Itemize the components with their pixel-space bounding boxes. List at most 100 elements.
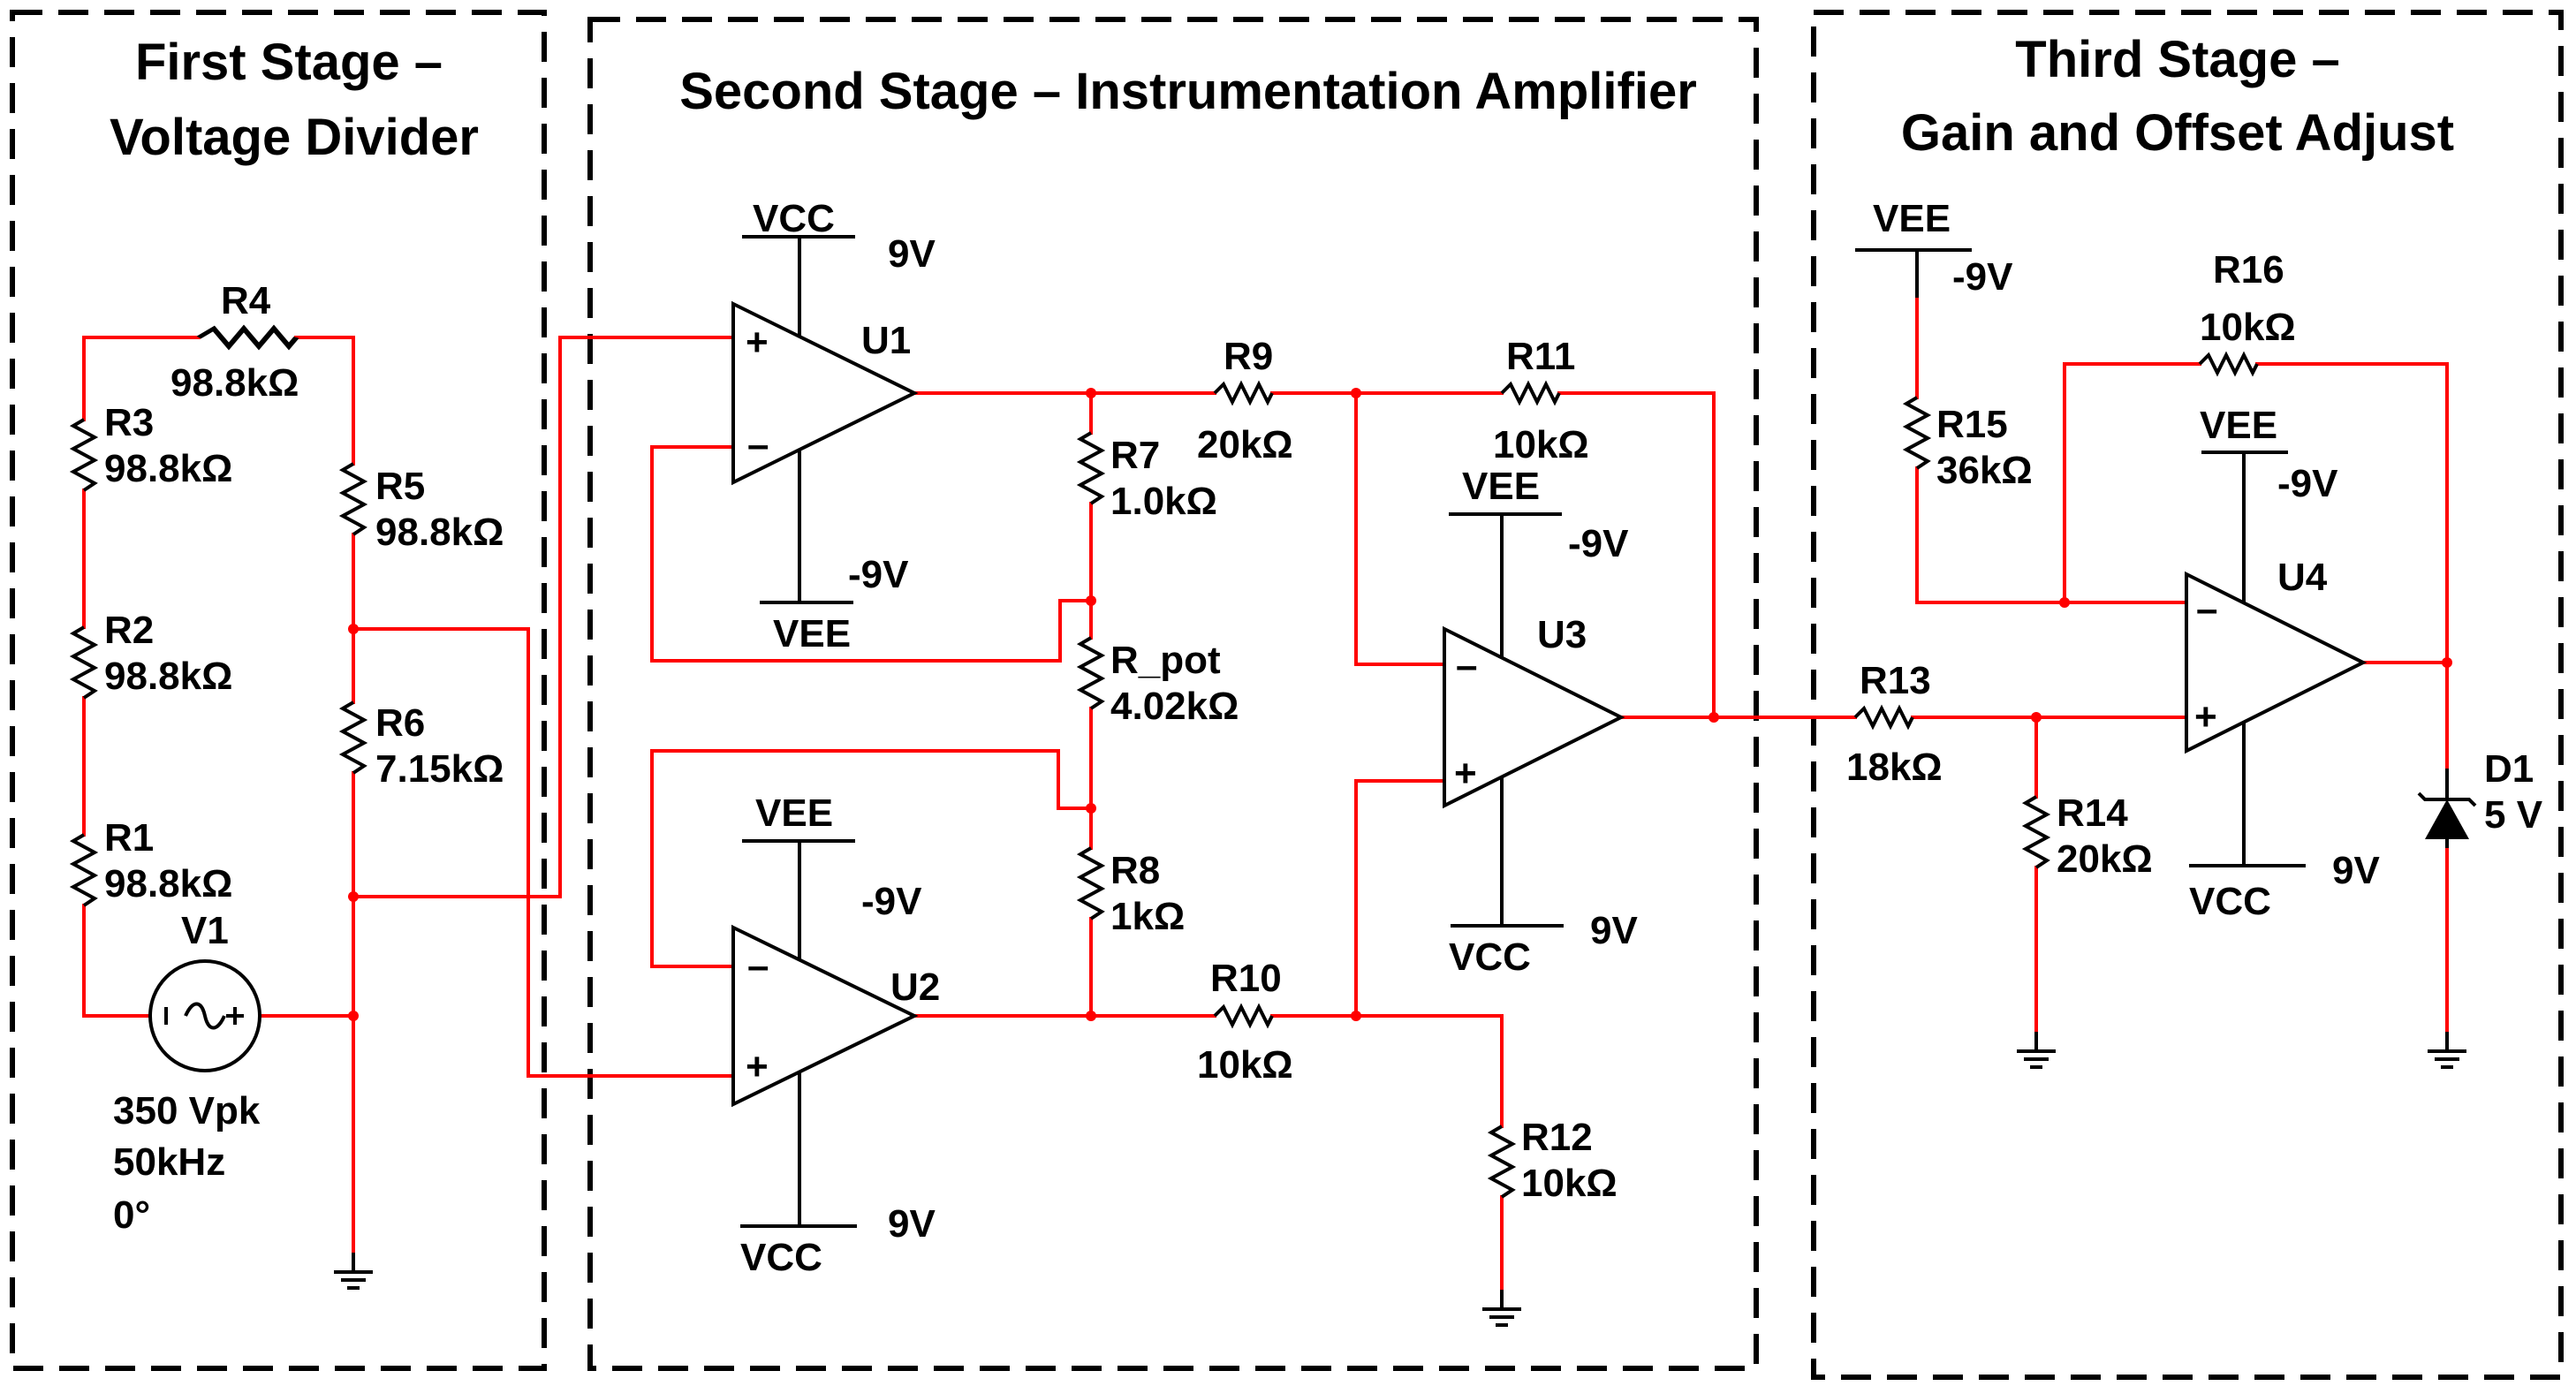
opamp-U3 <box>1443 514 1625 926</box>
u1-vee-name: VEE <box>773 612 851 655</box>
label-R12-value: 10kΩ <box>1521 1162 1618 1205</box>
label-R13-name: R13 <box>1860 659 1931 702</box>
ground-D1 <box>2426 1030 2468 1069</box>
label-R11-value: 10kΩ <box>1493 423 1589 466</box>
label-Rpot-name: R_pot <box>1110 639 1221 682</box>
label-R6-name: R6 <box>375 701 425 745</box>
u2-vcc-name: VCC <box>740 1236 822 1279</box>
label-R4-value: 98.8kΩ <box>170 361 299 405</box>
third-stage-title-line1: Third Stage – <box>2015 31 2339 88</box>
resistor-R5 <box>341 462 366 536</box>
u2-minus: – <box>747 944 769 988</box>
label-V1-name: V1 <box>181 909 229 952</box>
u3-vcc-value: 9V <box>1590 909 1638 952</box>
r15-vee-name: VEE <box>1873 197 1951 240</box>
resistor-R2 <box>72 625 96 700</box>
label-R16-name: R16 <box>2213 248 2284 292</box>
resistor-R11 <box>1500 382 1561 404</box>
resistor-R15 <box>1905 396 1929 470</box>
label-R5-name: R5 <box>375 465 425 508</box>
ground-stage1 <box>332 1251 375 1290</box>
junctions <box>348 388 2452 1021</box>
resistor-R14 <box>2024 795 2049 869</box>
label-U3: U3 <box>1537 613 1587 656</box>
label-R14-value: 20kΩ <box>2057 837 2153 881</box>
third-stage-box <box>1811 10 2564 1380</box>
label-R13-value: 18kΩ <box>1846 746 1943 789</box>
label-R7-name: R7 <box>1110 434 1160 477</box>
r15-vee-value: -9V <box>1952 255 2013 299</box>
u3-vee-name: VEE <box>1462 465 1540 508</box>
ground-R12 <box>1481 1288 1523 1327</box>
label-R3-value: 98.8kΩ <box>104 447 232 490</box>
resistor-R6 <box>341 701 366 775</box>
label-R12-name: R12 <box>1521 1116 1593 1159</box>
label-R7-value: 1.0kΩ <box>1110 480 1217 523</box>
label-V1-phase: 0° <box>113 1193 150 1237</box>
label-R10-name: R10 <box>1210 957 1282 1000</box>
label-D1-name: D1 <box>2484 747 2534 791</box>
label-Rpot-value: 4.02kΩ <box>1110 685 1239 728</box>
u4-plus: + <box>2194 695 2217 738</box>
label-R3-name: R3 <box>104 401 154 444</box>
label-R5-value: 98.8kΩ <box>375 511 504 554</box>
label-R4-name: R4 <box>221 279 271 322</box>
resistor-R8 <box>1079 846 1103 920</box>
u4-vee-name: VEE <box>2200 404 2277 447</box>
label-R15-name: R15 <box>1936 403 2008 446</box>
label-D1-value: 5 V <box>2484 793 2543 837</box>
power-rails <box>740 235 2306 1228</box>
u3-vee-value: -9V <box>1568 522 1629 565</box>
u1-vcc-value: 9V <box>888 232 936 276</box>
u4-vcc-name: VCC <box>2189 880 2271 923</box>
label-U4: U4 <box>2277 556 2328 599</box>
label-V1-frequency: 50kHz <box>113 1140 225 1184</box>
resistor-R16 <box>2198 353 2259 375</box>
opamp-U4 <box>2185 452 2368 866</box>
u2-vcc-value: 9V <box>888 1202 936 1246</box>
u2-plus: + <box>746 1045 769 1088</box>
u2-vee-name: VEE <box>755 791 833 835</box>
label-R1-value: 98.8kΩ <box>104 862 232 905</box>
label-R9-value: 20kΩ <box>1197 423 1293 466</box>
opamp-U1 <box>731 237 919 602</box>
label-U1: U1 <box>861 319 911 362</box>
first-stage-title-line1: First Stage – <box>135 34 443 91</box>
second-stage-box <box>587 17 1759 1371</box>
label-R8-name: R8 <box>1110 849 1160 892</box>
zener-diode-D1 <box>2417 769 2477 848</box>
label-R2-value: 98.8kΩ <box>104 655 232 698</box>
label-R9-name: R9 <box>1224 335 1273 378</box>
resistor-R1 <box>72 833 96 907</box>
resistor-R7 <box>1079 431 1103 505</box>
u1-plus: + <box>746 321 769 364</box>
u3-vcc-name: VCC <box>1449 935 1531 979</box>
u4-vcc-value: 9V <box>2332 849 2380 892</box>
label-R1-name: R1 <box>104 816 154 860</box>
label-R6-value: 7.15kΩ <box>375 747 504 791</box>
third-stage-title-line2: Gain and Offset Adjust <box>1901 104 2454 162</box>
label-R16-value: 10kΩ <box>2200 306 2296 349</box>
rail-labels: VCC 9V -9V VEE VEE -9V 9V VCC VEE -9V 9V… <box>740 197 2380 1279</box>
u4-vee-value: -9V <box>2277 462 2338 505</box>
label-R14-name: R14 <box>2057 791 2128 835</box>
opamp-U2 <box>731 841 919 1226</box>
resistor-R13 <box>1853 707 1914 728</box>
label-R15-value: 36kΩ <box>1936 449 2033 492</box>
resistor-R3 <box>72 418 96 492</box>
resistor-R9 <box>1213 382 1274 404</box>
u1-minus: – <box>747 423 769 466</box>
u3-plus: + <box>1454 752 1477 795</box>
label-R2-name: R2 <box>104 609 154 652</box>
resistor-R10 <box>1213 1005 1274 1026</box>
resistor-R12 <box>1489 1125 1514 1199</box>
u2-vee-value: -9V <box>861 880 922 923</box>
component-labels: R4 98.8kΩ R3 98.8kΩ R2 98.8kΩ R1 98.8kΩ … <box>104 248 2543 1237</box>
resistor-R4 <box>199 329 296 346</box>
label-V1-amplitude: 350 Vpk <box>113 1089 261 1132</box>
label-U2: U2 <box>890 966 940 1009</box>
u3-minus: – <box>1456 644 1477 687</box>
ground-R14 <box>2015 1030 2057 1069</box>
first-stage-box <box>10 10 547 1371</box>
